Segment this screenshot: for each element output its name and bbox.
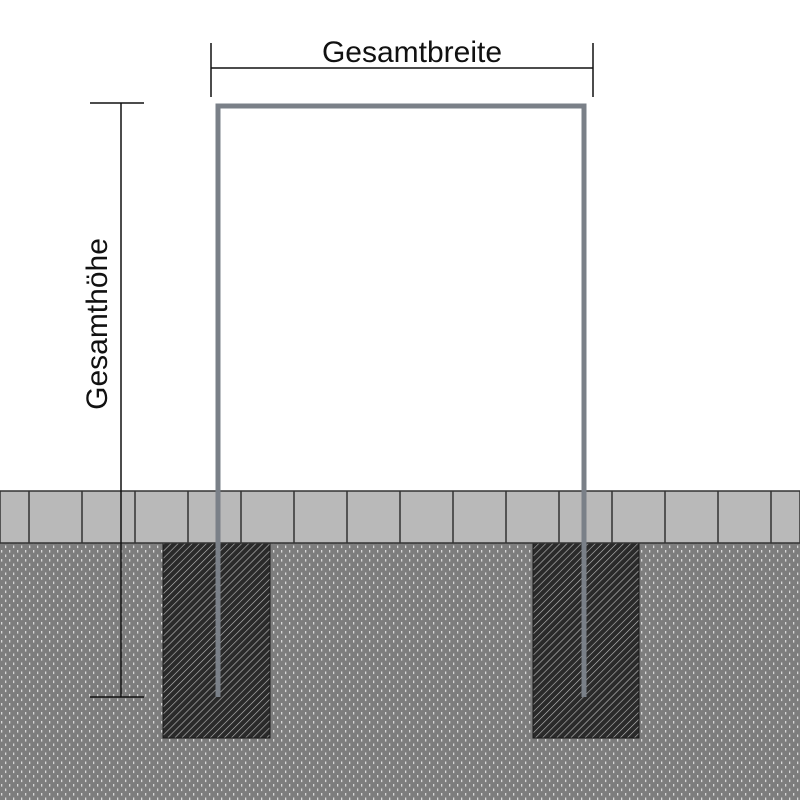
paving-joints xyxy=(28,491,772,543)
width-dimension: Gesamtbreite xyxy=(210,36,594,97)
total-height-label: Gesamthöhe xyxy=(81,238,114,410)
total-width-label: Gesamtbreite xyxy=(322,36,502,69)
height-dimension: Gesamthöhe xyxy=(81,102,144,698)
barrier-frame xyxy=(215,103,587,697)
soil xyxy=(0,543,800,800)
